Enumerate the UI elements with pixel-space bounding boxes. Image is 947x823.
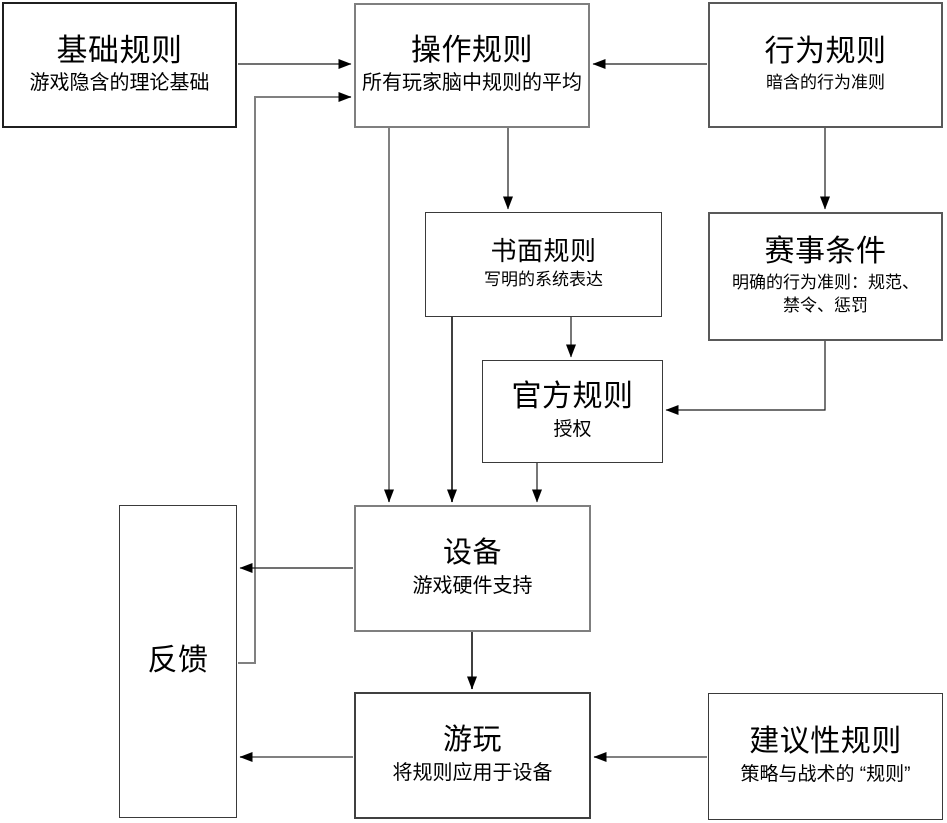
node-base-rules-title: 基础规则 — [56, 32, 183, 68]
node-behavioral-rules-subtitle: 暗含的行为准则 — [766, 72, 885, 92]
node-equipment-subtitle: 游戏硬件支持 — [412, 574, 533, 597]
node-behavioral-rules: 行为规则 暗含的行为准则 — [708, 2, 943, 128]
node-written-rules-title: 书面规则 — [490, 236, 597, 267]
node-play-subtitle: 将规则应用于设备 — [392, 761, 553, 784]
node-operational-rules-title: 操作规则 — [411, 33, 533, 67]
node-feedback-title: 反馈 — [147, 644, 209, 678]
node-official-rules-title: 官方规则 — [511, 380, 634, 414]
node-play-title: 游玩 — [442, 724, 502, 757]
node-written-rules-subtitle: 写明的系统表达 — [484, 269, 603, 289]
node-event-conditions-subtitle: 明确的行为准则：规范、 禁令、惩罚 — [732, 272, 919, 315]
node-event-conditions: 赛事条件 明确的行为准则：规范、 禁令、惩罚 — [708, 212, 943, 341]
node-behavioral-rules-title: 行为规则 — [764, 35, 887, 69]
edge-feedback-to-operational — [238, 92, 352, 664]
node-play: 游玩 将规则应用于设备 — [354, 692, 591, 819]
edge-event-to-official — [665, 341, 826, 415]
node-advisory-rules-subtitle: 策略与战术的 “规则” — [740, 763, 911, 785]
node-equipment: 设备 游戏硬件支持 — [354, 505, 591, 632]
node-advisory-rules-title: 建议性规则 — [749, 725, 902, 759]
node-feedback: 反馈 — [119, 505, 237, 818]
node-official-rules: 官方规则 授权 — [482, 360, 663, 463]
node-base-rules: 基础规则 游戏隐含的理论基础 — [2, 2, 237, 128]
node-operational-rules: 操作规则 所有玩家脑中规则的平均 — [354, 3, 590, 128]
node-base-rules-subtitle: 游戏隐含的理论基础 — [29, 72, 210, 95]
node-written-rules: 书面规则 写明的系统表达 — [425, 212, 662, 317]
node-operational-rules-subtitle: 所有玩家脑中规则的平均 — [362, 72, 582, 95]
node-equipment-title: 设备 — [442, 537, 502, 570]
node-advisory-rules: 建议性规则 策略与战术的 “规则” — [708, 693, 943, 820]
node-official-rules-subtitle: 授权 — [553, 418, 592, 440]
node-event-conditions-title: 赛事条件 — [764, 235, 887, 269]
